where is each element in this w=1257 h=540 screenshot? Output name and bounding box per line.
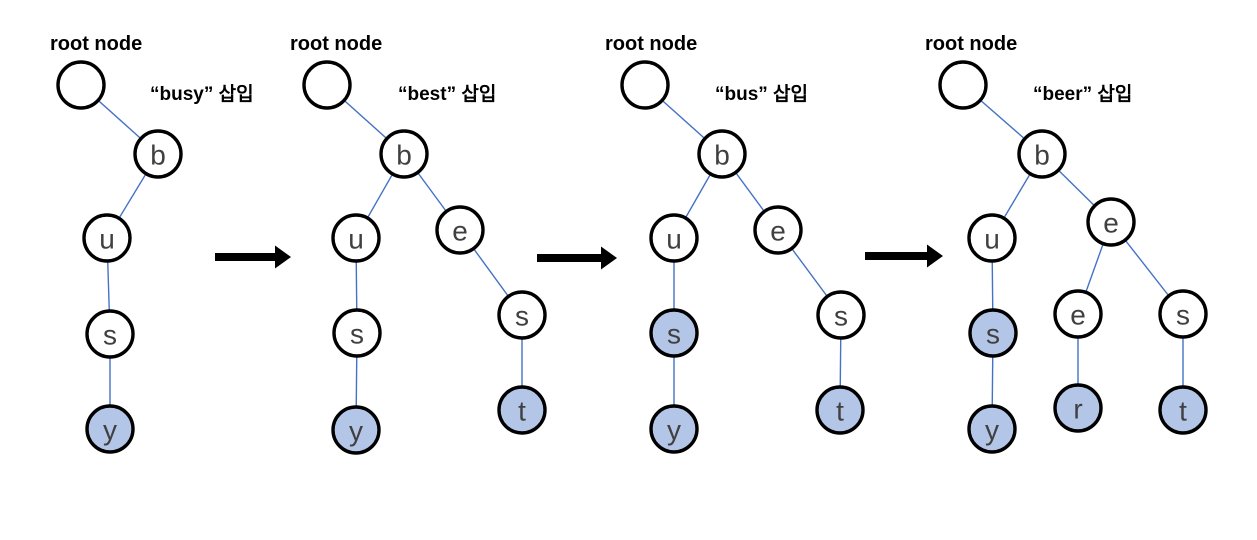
trie-node-best-u	[331, 213, 381, 263]
trie-panel-best: b u e s y s t root node “best” 삽입	[290, 33, 547, 455]
trie-node-best-y	[331, 405, 381, 455]
trie-node-beer-t	[1158, 385, 1208, 435]
trie-node-bus-b	[697, 129, 747, 179]
trie-node-label: s	[1176, 300, 1190, 331]
insert-word-label: “busy” 삽입	[150, 83, 254, 105]
trie-node-busy-u	[82, 213, 132, 263]
trie-node-label: y	[103, 415, 117, 446]
trie-node-busy-root	[56, 60, 106, 110]
trie-panel-beer: b u e s y e r s t root node “beer” 삽입	[925, 33, 1208, 454]
trie-node-bus-u	[649, 213, 699, 263]
trie-node-label: s	[834, 301, 848, 332]
trie-node-best-root	[302, 60, 352, 110]
insert-word-label: “bus” 삽입	[715, 83, 808, 105]
trie-node-label: s	[667, 319, 681, 350]
trie-node-best-t	[497, 385, 547, 435]
trie-node-busy-b	[133, 129, 183, 179]
trie-node-beer-root	[938, 60, 988, 110]
trie-node-best-e	[435, 205, 485, 255]
trie-node-label: r	[1073, 394, 1082, 425]
trie-node-label: u	[348, 224, 364, 255]
trie-node-label: u	[99, 224, 115, 255]
trie-node-busy-y	[85, 404, 135, 454]
trie-node-label: y	[349, 416, 363, 447]
trie-node-label: t	[836, 396, 844, 427]
trie-node-bus-y	[649, 404, 699, 454]
trie-node-label: t	[518, 396, 526, 427]
trie-node-label: b	[396, 140, 412, 171]
trie-node-beer-s1	[968, 308, 1018, 358]
step-arrow	[865, 244, 943, 268]
step-arrow	[537, 246, 617, 270]
trie-node-label: u	[666, 224, 682, 255]
trie-node-beer-y	[967, 404, 1017, 454]
trie-node-label: s	[515, 301, 529, 332]
trie-node-beer-e	[1086, 197, 1136, 247]
trie-node-best-s1	[332, 308, 382, 358]
trie-node-label: y	[667, 415, 681, 446]
trie-node-best-s2	[497, 290, 547, 340]
trie-node-label: e	[770, 216, 786, 247]
root-node-label: root node	[50, 33, 142, 55]
trie-node-label: t	[1179, 396, 1187, 427]
trie-node-label: s	[103, 320, 117, 351]
trie-panel-bus: b u e s y s t root node “bus” 삽입	[605, 33, 866, 454]
trie-node-label: e	[1070, 300, 1086, 331]
root-node-label: root node	[925, 33, 1017, 55]
trie-node-bus-e	[753, 205, 803, 255]
trie-node-beer-u	[967, 213, 1017, 263]
root-node-label: root node	[605, 33, 697, 55]
trie-node-beer-r	[1053, 383, 1103, 433]
step-arrow	[215, 245, 291, 269]
trie-node-bus-s1	[649, 308, 699, 358]
trie-node-best-b	[379, 129, 429, 179]
trie-node-label: u	[984, 224, 1000, 255]
trie-node-bus-t	[815, 385, 865, 435]
root-node-label: root node	[290, 33, 382, 55]
trie-node-beer-b	[1017, 129, 1067, 179]
trie-node-bus-s2	[816, 290, 866, 340]
trie-node-label: e	[1103, 208, 1119, 239]
trie-node-label: b	[150, 140, 166, 171]
trie-node-label: e	[452, 216, 468, 247]
trie-node-bus-root	[620, 60, 670, 110]
trie-node-label: s	[350, 319, 364, 350]
trie-node-beer-e2	[1053, 289, 1103, 339]
trie-panel-busy: b u s y root node “busy” 삽입	[50, 33, 254, 454]
trie-node-label: s	[986, 319, 1000, 350]
trie-node-label: b	[714, 140, 730, 171]
insert-word-label: “best” 삽입	[398, 83, 496, 105]
insert-word-label: “beer” 삽입	[1033, 83, 1132, 105]
trie-node-beer-s2	[1158, 289, 1208, 339]
trie-node-busy-s	[85, 309, 135, 359]
trie-node-label: b	[1034, 140, 1050, 171]
trie-node-label: y	[985, 415, 999, 446]
